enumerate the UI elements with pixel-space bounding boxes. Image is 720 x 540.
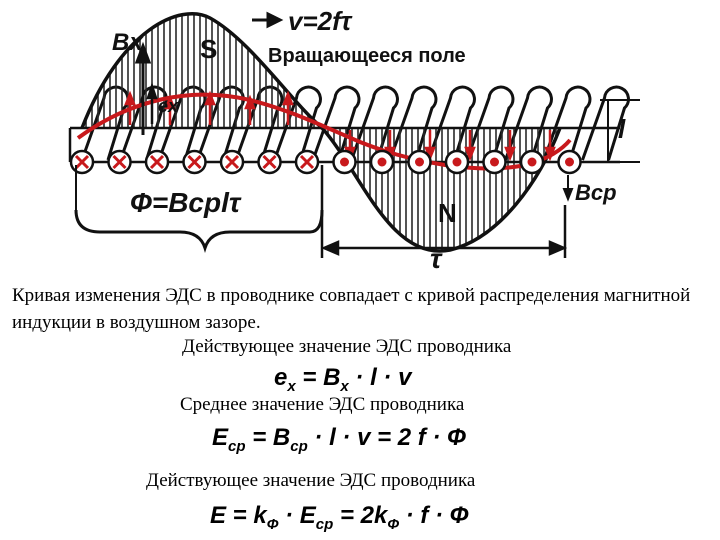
coil-loop: [350, 85, 399, 161]
coil-loop: [273, 85, 322, 161]
heading-rms-emf-2: Действующее значение ЭДС проводника: [146, 470, 476, 491]
coil-loop: [234, 85, 284, 161]
label-rotating-field: Вращающееся поле: [268, 45, 466, 67]
flux-brace: [74, 209, 324, 254]
label-velocity: v=2fτ: [288, 6, 353, 36]
conductor-dot: [527, 157, 537, 167]
conductor-cross: [224, 154, 240, 170]
emf-arrows: [124, 90, 556, 162]
coil-loop: [427, 85, 476, 161]
heading-rms-emf: Действующее значение ЭДС проводника: [182, 336, 512, 357]
bx-arrow: [134, 41, 152, 135]
l-dimension: [600, 99, 640, 163]
label-bcp: Bср: [575, 180, 617, 205]
label-s-pole: S: [200, 34, 217, 64]
coil-loop: [542, 85, 592, 161]
conductor-dot: [377, 157, 387, 167]
label-l: l: [618, 114, 626, 144]
conductor-cross: [149, 154, 165, 170]
conductor-cross: [187, 154, 202, 170]
conductor-cross: [112, 154, 127, 170]
label-tau: τ: [430, 243, 443, 272]
coil-loop: [388, 85, 438, 161]
label-n-pole: N: [438, 198, 457, 228]
label-flux: Ф=Bсрlτ: [130, 187, 242, 218]
conductor-cross: [262, 154, 277, 170]
coil-loop: [504, 85, 553, 161]
coil-loop: [311, 85, 361, 161]
conductors: [69, 149, 582, 175]
coil-loop: [80, 85, 130, 161]
label-bx: Bx: [112, 29, 144, 56]
heading-average-emf: Среднее значение ЭДС проводника: [180, 394, 465, 415]
label-ex: ex: [158, 96, 179, 116]
bcp-arrow: [562, 175, 574, 202]
conductor-dot: [340, 157, 349, 167]
formula-ex: ex = Bx · l · v: [274, 364, 412, 395]
conductor-dot: [452, 157, 462, 167]
conductor-dot: [565, 157, 574, 167]
conductor-dot: [490, 157, 499, 167]
caption-text: Кривая изменения ЭДС в проводнике совпад…: [12, 285, 691, 333]
coil-loop: [581, 85, 630, 161]
formula-e: E = kФ · Eср = 2kФ · f · Ф: [210, 502, 469, 533]
negative-lobe-hatch: [320, 126, 562, 253]
coil-loop: [465, 85, 515, 161]
tau-dimension: [320, 165, 568, 258]
conductor-cross: [74, 154, 90, 170]
velocity-arrow: [252, 11, 284, 29]
emf-diagram: Bx v=2fτ S Вращающееся поле ex l Bср N Ф…: [68, 6, 640, 272]
coil-windings: [80, 85, 630, 161]
conductor-dot: [415, 157, 424, 167]
formula-ecp: Eср = Bср · l · v = 2 f · Ф: [212, 424, 466, 455]
conductor-cross: [299, 154, 315, 170]
ex-arrow: [146, 82, 158, 124]
